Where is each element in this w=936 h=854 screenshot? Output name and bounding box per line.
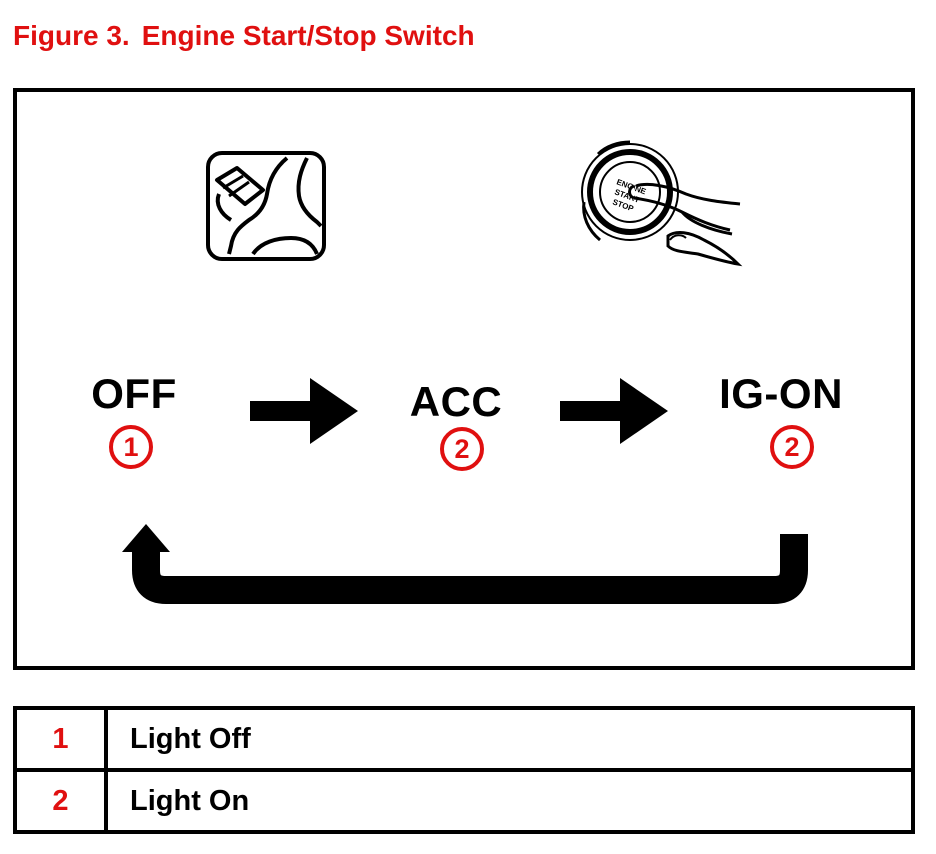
figure-label: Figure 3. — [13, 20, 130, 51]
legend-row: 2 Light On — [13, 768, 915, 834]
legend-table: 1 Light Off 2 Light On — [13, 706, 915, 834]
start-stop-button-icon: ENGINE START STOP — [581, 140, 743, 267]
return-arrow-igon-to-off — [122, 524, 808, 604]
figure-title: Figure 3. Engine Start/Stop Switch — [13, 20, 475, 52]
state-acc-label: ACC — [409, 378, 503, 425]
brake-pedal-icon — [206, 151, 326, 261]
legend-description: Light On — [104, 768, 915, 834]
diagram-frame — [13, 88, 915, 670]
arrow-acc-to-igon — [560, 378, 668, 444]
state-off-badge: 1 — [109, 425, 153, 469]
legend-description: Light Off — [104, 706, 915, 772]
legend-row: 1 Light Off — [13, 706, 915, 772]
state-acc-badge: 2 — [440, 427, 484, 471]
legend-number: 1 — [13, 706, 108, 772]
figure-title-text: Engine Start/Stop Switch — [141, 20, 475, 51]
state-igon-badge: 2 — [770, 425, 814, 469]
legend-number: 2 — [13, 768, 108, 834]
state-off-label: OFF — [91, 370, 177, 417]
arrow-off-to-acc — [250, 378, 358, 444]
state-igon-label: IG-ON — [719, 370, 843, 417]
